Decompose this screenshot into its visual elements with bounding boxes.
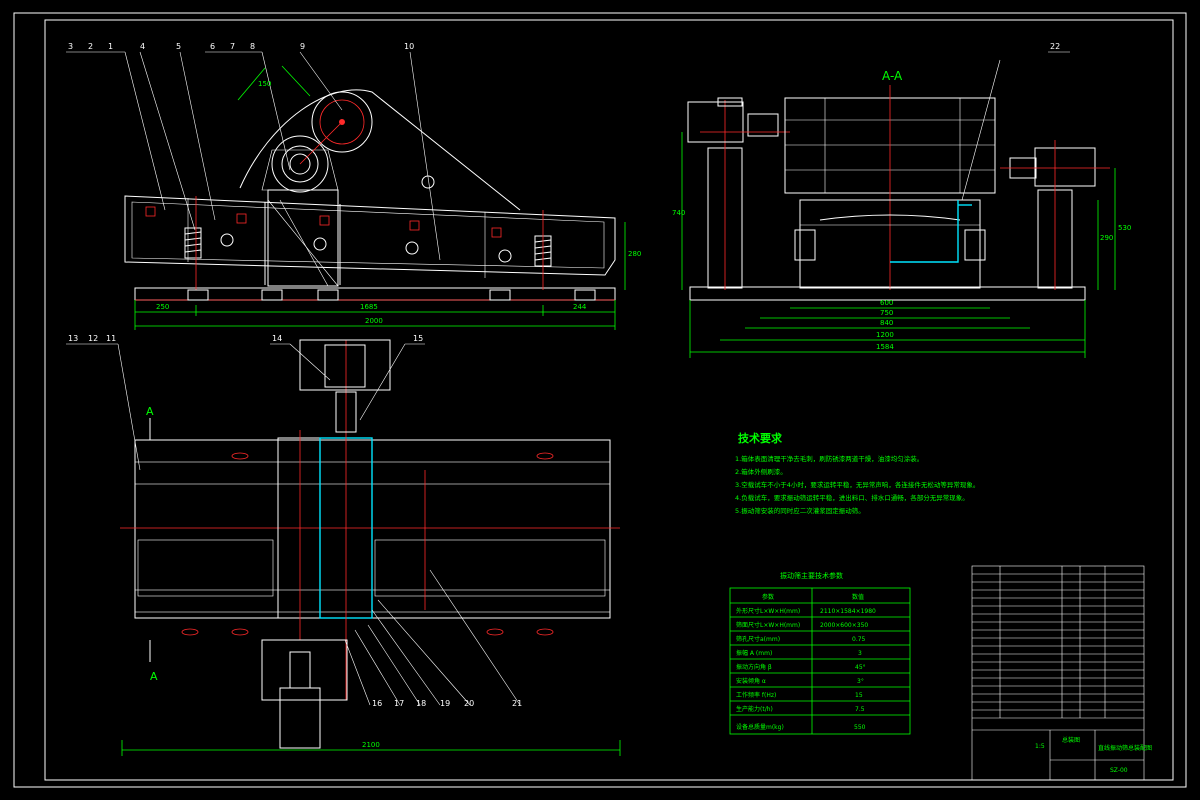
svg-text:16: 16 [372,699,382,708]
tech-title: 技术要求 [738,431,783,445]
bom-table [971,565,1145,781]
callouts-top-left: 3 2 1 4 5 6 7 8 9 10 [68,42,414,51]
section-marker-top: A [146,405,154,418]
section-dimensions: 600 750 840 1200 1584 740 530 290 [672,132,1131,358]
svg-text:安装倾角 α: 安装倾角 α [736,677,766,685]
svg-text:0.75: 0.75 [852,636,866,643]
svg-text:3°: 3° [857,678,864,685]
svg-text:15: 15 [413,334,423,343]
svg-text:8: 8 [250,42,255,51]
svg-text:1: 1 [108,42,113,51]
svg-text:振动方向角 β: 振动方向角 β [736,663,772,671]
svg-text:筛面尺寸L×W×H(mm): 筛面尺寸L×W×H(mm) [736,621,800,629]
svg-text:2110×1584×1980: 2110×1584×1980 [820,608,876,615]
tech-lines: 1.箱体表面清理干净去毛刺，刷防锈漆两道干燥，油漆均匀涂装。 2.箱体外侧刷漆。… [735,454,979,515]
svg-text:13: 13 [68,334,78,343]
svg-text:600: 600 [880,299,893,307]
svg-text:840: 840 [880,319,893,327]
svg-text:2000×600×350: 2000×600×350 [820,622,868,629]
svg-text:7.5: 7.5 [855,706,865,713]
dim-plan-overall: 2100 [362,741,380,749]
svg-text:筛孔尺寸a(mm): 筛孔尺寸a(mm) [736,635,780,643]
front-view-dimensions: 250 1685 2000 244 280 150 [134,65,641,330]
svg-text:1200: 1200 [876,331,894,339]
svg-text:15: 15 [855,692,863,699]
svg-text:1.箱体表面清理干净去毛刺，刷防锈漆两道干燥，油漆均匀涂装。: 1.箱体表面清理干净去毛刺，刷防锈漆两道干燥，油漆均匀涂装。 [735,454,923,463]
svg-text:20: 20 [464,699,474,708]
svg-text:10: 10 [404,42,414,51]
svg-text:3: 3 [68,42,73,51]
svg-text:6: 6 [210,42,215,51]
dim-front-inclined: 150 [258,80,271,88]
svg-text:2.箱体外侧刷漆。: 2.箱体外侧刷漆。 [735,467,787,476]
svg-text:5: 5 [176,42,181,51]
svg-text:生产能力(t/h): 生产能力(t/h) [736,705,773,713]
dim-front-left: 250 [156,303,169,311]
section-view [687,59,1110,301]
svg-text:3: 3 [858,650,862,657]
callout-22: 22 [1050,42,1060,51]
callouts-mid-left: 13 12 11 [68,334,116,343]
svg-text:4.负载试车，要求振动筛运转平稳，进出料口、排水口通畅，各部: 4.负载试车，要求振动筛运转平稳，进出料口、排水口通畅，各部分无异常现象。 [735,493,969,502]
plan-callout-leaders [66,343,521,706]
dim-front-middle: 1685 [360,303,378,311]
drawing-border-outer [13,12,1187,788]
param-table: 参数 数值 外形尺寸L×W×H(mm) 2110×1584×1980 筛面尺寸L×… [729,587,911,735]
svg-text:1:5: 1:5 [1035,743,1045,750]
svg-text:17: 17 [394,699,404,708]
section-title: A-A [882,69,903,83]
title-block: 总装图 直线振动筛总装配图 SZ-00 1:5 [972,717,1152,780]
svg-text:数值: 数值 [852,593,864,601]
svg-text:设备总质量m(kg): 设备总质量m(kg) [736,723,784,731]
svg-text:18: 18 [416,699,426,708]
svg-text:550: 550 [854,724,866,731]
plan-view [120,339,620,749]
svg-text:3.空载试车不小于4小时，要求运转平稳，无异常声响，各连接件: 3.空载试车不小于4小时，要求运转平稳，无异常声响，各连接件无松动等异常现象。 [735,480,979,489]
svg-text:19: 19 [440,699,450,708]
svg-text:4: 4 [140,42,145,51]
svg-text:2: 2 [88,42,93,51]
svg-text:12: 12 [88,334,98,343]
svg-text:9: 9 [300,42,305,51]
svg-text:14: 14 [272,334,282,343]
svg-text:5.振动筛安装的同时应二次灌浆固定振动筛。: 5.振动筛安装的同时应二次灌浆固定振动筛。 [735,506,865,515]
svg-text:外形尺寸L×W×H(mm): 外形尺寸L×W×H(mm) [736,607,800,615]
svg-text:总装图: 总装图 [1062,736,1080,744]
svg-text:11: 11 [106,334,116,343]
svg-text:直线振动筛总装配图: 直线振动筛总装配图 [1098,744,1152,752]
svg-text:工作频率 f(Hz): 工作频率 f(Hz) [736,691,776,699]
svg-text:290: 290 [1100,234,1113,242]
svg-text:参数: 参数 [762,593,774,601]
callouts-bottom: 16 17 18 19 20 21 [372,699,522,708]
svg-text:1584: 1584 [876,343,894,351]
callout-leaders-front [66,51,441,261]
drawing-border-inner [44,19,1174,781]
svg-text:振幅 A (mm): 振幅 A (mm) [736,649,772,657]
dim-front-right: 244 [573,303,587,311]
svg-text:45°: 45° [855,664,866,671]
front-view [124,89,616,301]
dim-front-height: 280 [628,250,641,258]
callouts-motor: 14 15 [272,334,423,343]
svg-text:740: 740 [672,209,685,217]
svg-text:21: 21 [512,699,522,708]
svg-text:750: 750 [880,309,893,317]
param-table-title: 振动筛主要技术参数 [780,571,843,580]
svg-text:7: 7 [230,42,235,51]
svg-text:530: 530 [1118,224,1131,232]
svg-text:SZ-00: SZ-00 [1110,767,1128,774]
dim-front-overall: 2000 [365,317,383,325]
section-marker-bottom: A [150,670,158,683]
